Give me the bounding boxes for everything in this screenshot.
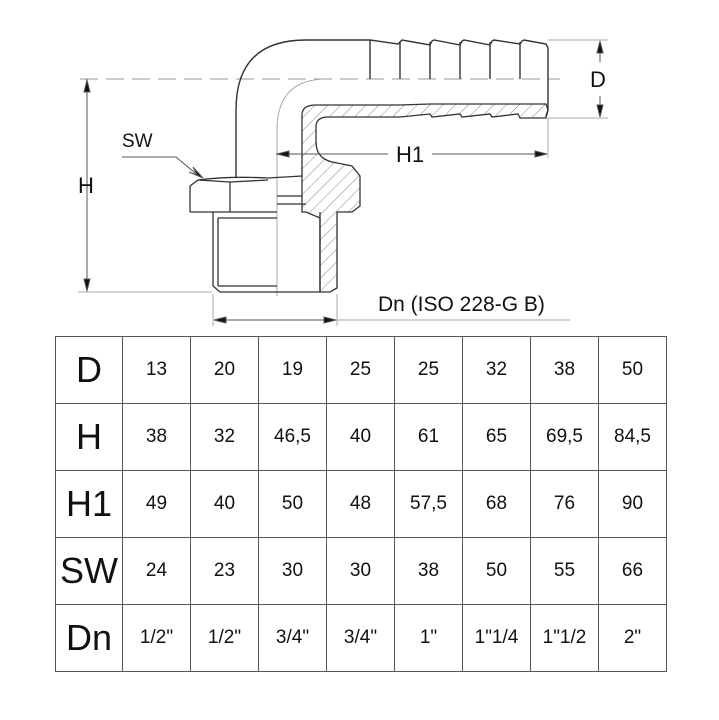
label-h: H (78, 173, 94, 198)
row-header-sw: SW (55, 537, 123, 605)
table-cell: 76 (530, 470, 599, 538)
table-cell: 32 (190, 403, 259, 471)
table-cell: 20 (190, 336, 259, 404)
table-cell: 1/2" (122, 604, 191, 672)
table-cell: 13 (122, 336, 191, 404)
dimension-h (78, 79, 212, 293)
row-header-h: H (55, 403, 123, 471)
table-cell: 1" (394, 604, 463, 672)
table-cell: 2" (598, 604, 667, 672)
table-cell: 30 (258, 537, 327, 605)
table-cell: 25 (326, 336, 395, 404)
table-cell: 68 (462, 470, 531, 538)
table-row-sw: SW 24 23 30 30 38 50 55 66 (55, 537, 667, 605)
dimension-h1 (276, 118, 549, 158)
table-cell: 19 (258, 336, 327, 404)
table-cell: 84,5 (598, 403, 667, 471)
table-cell: 50 (258, 470, 327, 538)
table-cell: 1/2" (190, 604, 259, 672)
section-hatch (301, 103, 549, 293)
table-cell: 25 (394, 336, 463, 404)
table-row-h1: H1 49 40 50 48 57,5 68 76 90 (55, 470, 667, 538)
row-header-dn: Dn (55, 604, 123, 672)
table-cell: 24 (122, 537, 191, 605)
label-h1: H1 (396, 142, 424, 167)
thread-body (212, 212, 321, 293)
table-row-d: D 13 20 19 25 25 32 38 50 (55, 336, 667, 404)
table-cell: 69,5 (530, 403, 599, 471)
table-cell: 66 (598, 537, 667, 605)
hex-nut (189, 175, 306, 213)
table-cell: 30 (326, 537, 395, 605)
table-row-h: H 38 32 46,5 40 61 65 69,5 84,5 (55, 403, 667, 471)
label-d: D (590, 67, 606, 92)
table-row-dn: Dn 1/2" 1/2" 3/4" 3/4" 1" 1"1/4 1"1/2 2" (55, 604, 667, 672)
row-header-h1: H1 (55, 470, 123, 538)
label-dn: Dn (ISO 228-G B) (378, 293, 545, 316)
table-cell: 3/4" (326, 604, 395, 672)
table-cell: 38 (122, 403, 191, 471)
leader-sw (122, 156, 204, 179)
table-cell: 90 (598, 470, 667, 538)
row-header-d: D (55, 336, 123, 404)
bore-line (276, 78, 326, 296)
technical-drawing: H SW D H1 Dn (ISO 228-G B) (78, 39, 608, 326)
table-cell: 1"1/2 (530, 604, 599, 672)
table-cell: 57,5 (394, 470, 463, 538)
table-cell: 49 (122, 470, 191, 538)
table-cell: 48 (326, 470, 395, 538)
table-cell: 50 (462, 537, 531, 605)
table-cell: 3/4" (258, 604, 327, 672)
table-cell: 61 (394, 403, 463, 471)
table-cell: 1"1/4 (462, 604, 531, 672)
dimension-dn (212, 294, 570, 326)
table-cell: 55 (530, 537, 599, 605)
table-cell: 32 (462, 336, 531, 404)
table-cell: 40 (326, 403, 395, 471)
elbow-body (235, 39, 549, 178)
table-cell: 23 (190, 537, 259, 605)
table-cell: 38 (530, 336, 599, 404)
label-sw: SW (122, 131, 153, 152)
dimension-d (548, 39, 608, 119)
table-cell: 40 (190, 470, 259, 538)
dimensions-table: D 13 20 19 25 25 32 38 50 H 38 32 46,5 4… (55, 336, 667, 672)
table-cell: 46,5 (258, 403, 327, 471)
table-cell: 38 (394, 537, 463, 605)
table-cell: 65 (462, 403, 531, 471)
table-cell: 50 (598, 336, 667, 404)
